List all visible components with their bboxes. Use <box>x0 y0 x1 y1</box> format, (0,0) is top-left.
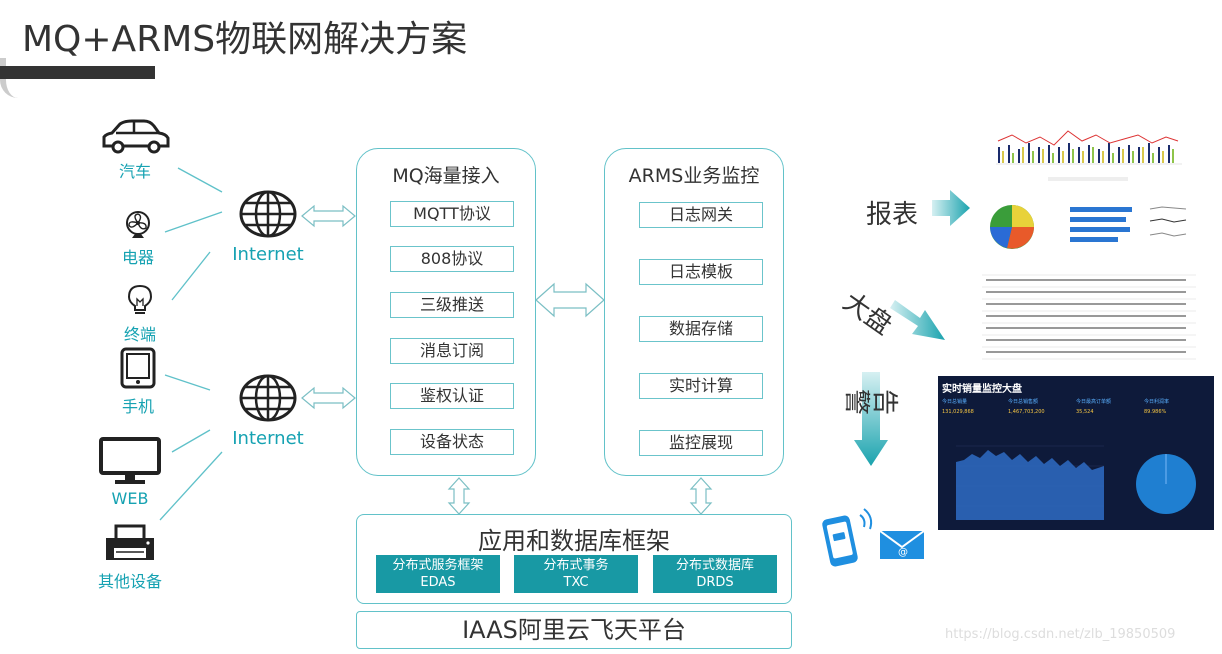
kpi-value: 89.986% <box>1144 409 1167 415</box>
fan-icon <box>126 211 150 238</box>
framework-box-line2: EDAS <box>420 575 456 590</box>
alert-arrow <box>854 372 888 466</box>
double-arrow-mq-arms <box>535 282 605 318</box>
title-underline-bar <box>0 66 155 79</box>
internet-label: Internet <box>232 244 304 265</box>
tablet-icon <box>120 347 156 389</box>
vertical-arrow-arms-framework <box>689 477 713 515</box>
kpi-label: 今日最高订单额 <box>1076 399 1112 405</box>
kpi: 今日总销量 131,029,868 <box>942 398 1008 415</box>
notify-icons: @ <box>822 508 925 567</box>
framework-title: 应用和数据库框架 <box>478 527 670 555</box>
report-arrow <box>932 190 970 226</box>
arms-item: 日志网关 <box>639 202 763 228</box>
device-label: 电器 <box>121 248 154 267</box>
framework-panel: 应用和数据库框架 分布式服务框架 EDAS 分布式事务 TXC 分布式数据库 D… <box>356 514 792 604</box>
device-terminal: 终端 <box>95 283 185 345</box>
report-line-chart <box>1149 206 1187 237</box>
iaas-platform: IAAS阿里云飞天平台 <box>356 611 792 649</box>
device-web: WEB <box>85 437 175 508</box>
report-table-cells <box>986 279 1186 353</box>
kpi-value: 1,467,703,200 <box>1008 409 1045 415</box>
watermark: https://blog.csdn.net/zlb_19850509 <box>945 627 1176 642</box>
report-hbar-chart <box>1070 207 1132 242</box>
report-bar-chart <box>996 130 1182 181</box>
framework-box-line2: DRDS <box>696 575 734 590</box>
report-label: 报表 <box>866 200 919 230</box>
device-label: 其他设备 <box>97 572 162 591</box>
monitor-icon <box>99 437 161 484</box>
connector-phone-internet <box>164 374 211 391</box>
mq-item: 消息订阅 <box>390 338 514 364</box>
framework-box-line1: 分布式数据库 <box>675 558 754 573</box>
car-icon <box>102 119 170 154</box>
dashboard-arrow <box>890 300 945 340</box>
connector-appliance-internet <box>164 211 223 233</box>
internet-node-2: Internet <box>218 374 318 449</box>
kpi-label: 今日利润率 <box>1144 399 1170 405</box>
arms-item: 实时计算 <box>639 373 763 399</box>
mq-item: MQTT协议 <box>390 201 514 227</box>
dashboard-title: 实时销量监控大盘 <box>942 384 1022 395</box>
internet-label: Internet <box>232 428 304 449</box>
double-arrow-internet1-mq <box>301 204 356 228</box>
kpi-value: 131,029,868 <box>942 409 974 415</box>
mq-panel: MQ海量接入 MQTT协议 808协议 三级推送 消息订阅 鉴权认证 设备状态 <box>356 148 536 476</box>
dashboard-area-series <box>956 450 1104 520</box>
device-appliance: 电器 <box>93 210 183 268</box>
arms-item: 监控展现 <box>639 430 763 456</box>
bulb-icon <box>127 284 153 314</box>
printer-icon <box>106 524 154 560</box>
globe-icon <box>239 190 297 238</box>
device-label: WEB <box>111 489 149 508</box>
connector-car-internet <box>177 167 223 193</box>
mail-icon: @ <box>879 530 925 559</box>
report-pie-chart <box>990 205 1034 249</box>
dashboard-screen: 实时销量监控大盘 今日总销量 131,029,868 今日总销售额 1,467,… <box>938 376 1214 530</box>
framework-box-line1: 分布式服务框架 <box>392 558 484 573</box>
alert-label: 告警 <box>841 389 899 416</box>
vertical-arrow-mq-framework <box>447 477 471 515</box>
device-car: 汽车 <box>90 118 180 182</box>
svg-text:@: @ <box>898 547 908 558</box>
kpi: 今日利润率 89.986% <box>1144 398 1210 415</box>
device-label: 终端 <box>123 325 156 344</box>
kpi: 今日总销售额 1,467,703,200 <box>1008 398 1074 415</box>
arms-panel-title: ARMS业务监控 <box>628 165 760 187</box>
framework-box-edas: 分布式服务框架 EDAS <box>376 555 500 593</box>
kpi: 今日最高订单额 35,524 <box>1076 398 1142 415</box>
device-phone: 手机 <box>93 347 183 417</box>
arms-item: 数据存储 <box>639 316 763 342</box>
connector-web-internet <box>171 429 211 453</box>
kpi-label: 今日总销售额 <box>1008 399 1039 405</box>
device-other: 其他设备 <box>85 524 175 592</box>
mq-panel-title: MQ海量接入 <box>392 165 500 187</box>
internet-node-1: Internet <box>218 190 318 265</box>
arms-panel: ARMS业务监控 日志网关 日志模板 数据存储 实时计算 监控展现 <box>604 148 784 476</box>
phone-alert-icon <box>822 508 873 567</box>
mq-item: 808协议 <box>390 246 514 272</box>
connector-other-internet <box>159 451 223 521</box>
kpi-label: 今日总销量 <box>942 399 968 405</box>
connector-terminal-internet <box>171 251 211 301</box>
device-label: 汽车 <box>118 162 151 181</box>
report-table <box>982 274 1196 360</box>
report-thumbnail <box>978 117 1200 365</box>
framework-box-line2: TXC <box>563 575 589 590</box>
framework-box-txc: 分布式事务 TXC <box>514 555 638 593</box>
framework-box-line1: 分布式事务 <box>543 558 609 573</box>
arms-item: 日志模板 <box>639 259 763 285</box>
kpi-value: 35,524 <box>1076 409 1094 415</box>
globe-icon <box>239 374 297 422</box>
mq-item: 鉴权认证 <box>390 383 514 409</box>
page-title: MQ+ARMS物联网解决方案 <box>22 19 468 60</box>
dashboard-kpis: 今日总销量 131,029,868 今日总销售额 1,467,703,200 今… <box>942 398 1210 428</box>
device-label: 手机 <box>121 397 154 416</box>
mq-item: 三级推送 <box>390 292 514 318</box>
framework-box-drds: 分布式数据库 DRDS <box>653 555 777 593</box>
double-arrow-internet2-mq <box>301 386 356 410</box>
dashboard-charts <box>956 445 1196 520</box>
mq-item: 设备状态 <box>390 429 514 455</box>
